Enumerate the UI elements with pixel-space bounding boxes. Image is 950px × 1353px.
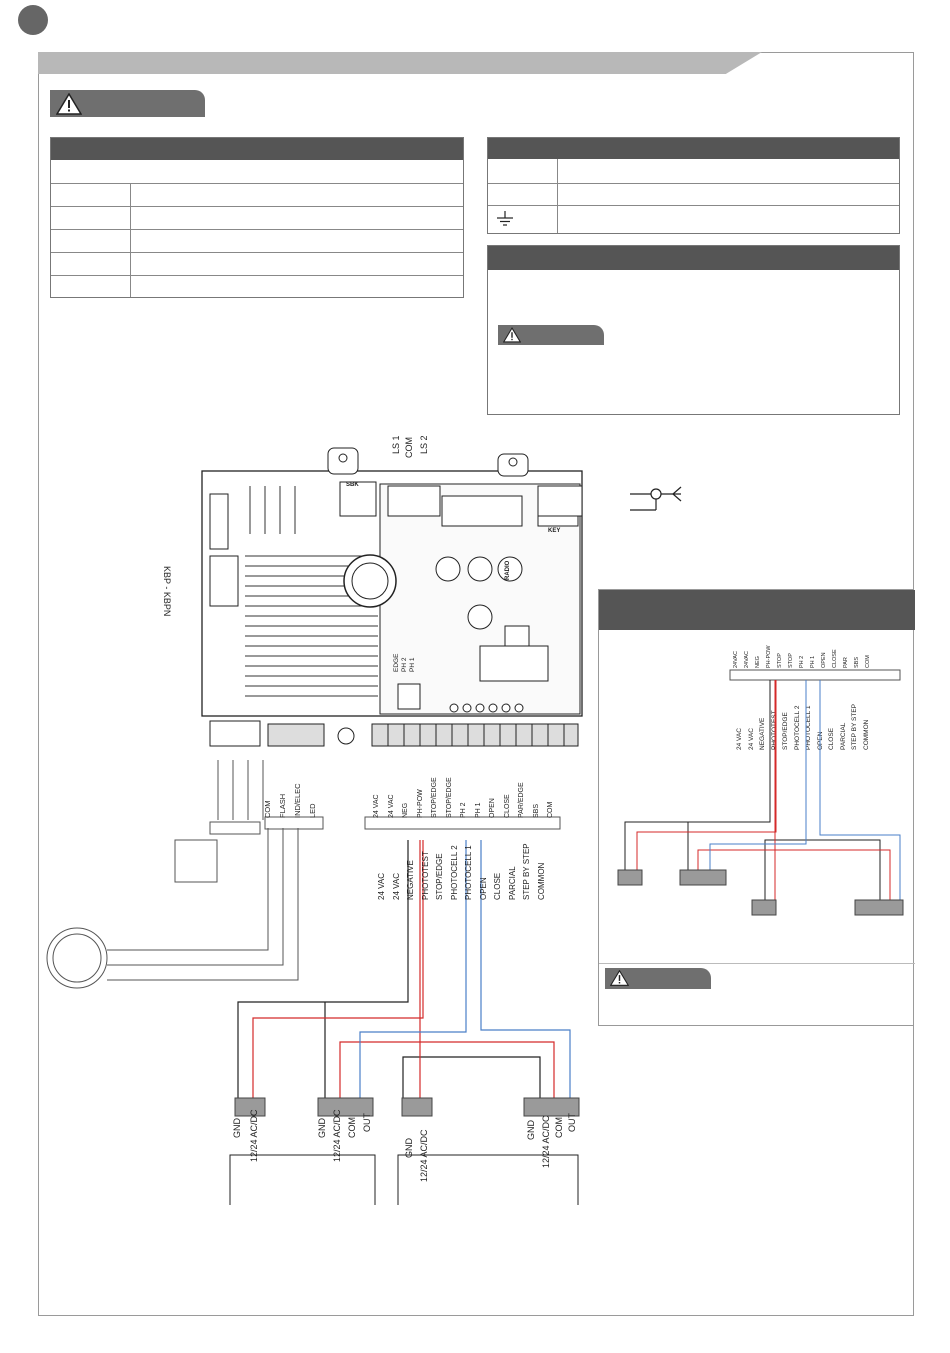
main-function-label-6: PHOTOCELL 1 [464,845,473,900]
page-marker-dot [18,5,48,35]
kbp-label: KBP - KBPN [162,566,172,617]
main-function-label-8: CLOSE [493,872,502,900]
main-terminal-label-6: PH 2 [460,802,467,818]
warning-icon [56,93,82,115]
device1-gnd-label: GND [232,1118,242,1138]
wiring-panel-header [599,590,915,630]
main-function-label-0: 24 VAC [377,873,386,900]
main-terminal-label-2: NEG [402,802,409,818]
antenna-icon [630,486,682,511]
main-function-label-5: PHOTOCELL 2 [449,845,459,900]
main-terminal-label-4: STOP/EDGE [431,777,438,818]
main-function-label-4: STOP/EDGE [435,853,444,900]
warning-tab-right [605,968,711,989]
section-header-bar [38,52,762,74]
main-wiring-drawing [46,760,580,1205]
device3-supply-label: 12/24 AC/DC [419,1129,429,1182]
main-terminal-label-8: OPEN [489,798,496,818]
info-box-header [488,246,899,270]
right-table [487,137,900,234]
dip-edge-label: EDGE [393,653,400,672]
device4-gnd-label: GND [526,1120,536,1140]
control-board-drawing [201,447,583,747]
key-label: KEY [548,528,561,534]
main-function-label-1: 24 VAC [391,873,401,900]
terminal-flash-label: FLASH [278,793,287,818]
left-table-header [51,138,463,160]
warning-icon [610,970,629,986]
main-function-label-10: STEP BY STEP [522,843,531,900]
device4-com-label: COM [554,1117,564,1138]
com-label: COM [404,437,414,458]
main-terminal-label-7: PH 1 [474,802,482,818]
main-terminal-label-12: COM [547,801,554,818]
device1-supply-label: 12/24 AC/DC [249,1109,259,1162]
main-terminal-label-1: 24 VAC [387,794,395,818]
radio-label: RADIO [505,560,511,580]
left-table [50,137,464,298]
dip-ph1-label: PH 1 [409,657,416,672]
main-terminal-label-5: STOP/EDGE [445,777,453,818]
photocell-wiring-panel [598,589,915,1026]
device2-supply-label: 12/24 AC/DC [332,1109,342,1162]
warning-tab-small [498,325,604,345]
device2-com-label: COM [347,1117,357,1138]
device4-out-label: OUT [567,1113,577,1132]
main-terminal-label-0: 24 VAC [373,794,380,818]
terminal-ind-label: IND/ELEC [293,783,302,818]
main-terminal-label-9: CLOSE [503,794,511,818]
main-terminal-label-11: SBS [532,803,540,818]
terminal-com-label: COM [263,800,272,819]
main-function-label-7: OPEN [478,877,488,900]
main-function-label-11: COMMON [536,862,546,900]
main-terminal-label-10: PAR/EDGE [518,782,525,818]
main-terminal-label-3: PH-POW [416,789,424,818]
ls2-label: LS 2 [419,435,429,454]
device2-out-label: OUT [362,1113,372,1132]
device4-supply-label: 12/24 AC/DC [541,1115,551,1168]
main-function-label-9: PARCIAL [507,866,517,900]
dip-ph2-label: PH 2 [401,657,408,672]
main-function-label-3: PHOTOTEST [420,851,430,900]
device2-gnd-label: GND [317,1118,327,1138]
device3-gnd-label: GND [404,1138,414,1158]
terminal-led-label: LED [308,803,317,818]
right-table-header [488,138,899,159]
sbk-label: SBK [346,482,359,488]
ls1-label: LS 1 [391,435,401,454]
right-wiring-drawing [617,669,904,916]
ground-icon [497,211,513,226]
warning-tab [50,90,205,117]
warning-icon [503,327,521,343]
main-function-label-2: NEGATIVE [406,860,415,900]
info-box [487,245,900,415]
